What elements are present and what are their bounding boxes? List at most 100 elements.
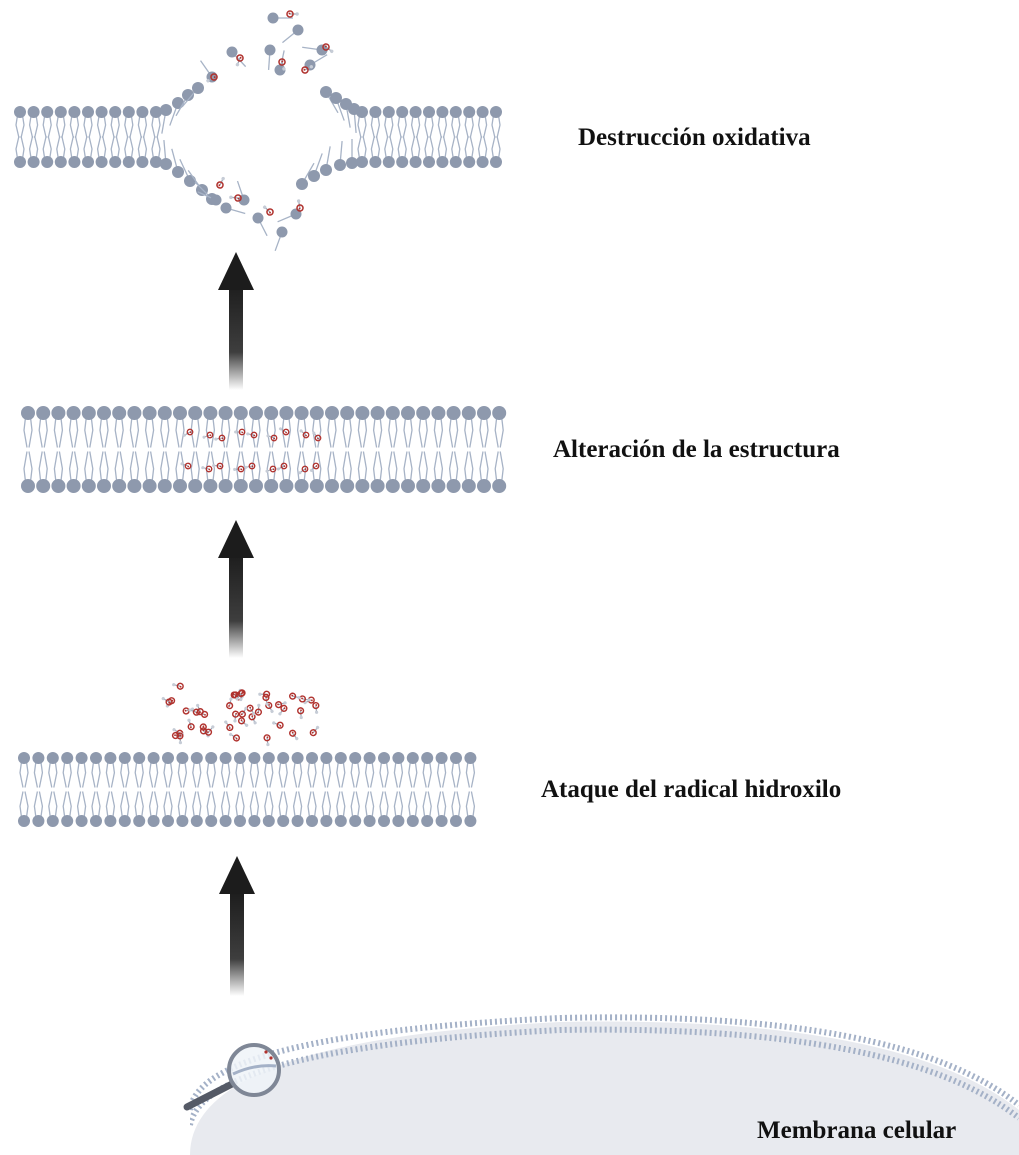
hydroxyl-radical-icon bbox=[235, 54, 244, 67]
hydroxyl-radical-icon bbox=[289, 729, 299, 741]
hydroxyl-radical-icon bbox=[262, 205, 274, 216]
phospholipid-icon bbox=[355, 451, 370, 493]
phospholipid-icon bbox=[118, 752, 131, 788]
phospholipid-icon bbox=[334, 141, 346, 171]
phospholipid-icon bbox=[363, 791, 376, 827]
phospholipid-icon bbox=[226, 46, 247, 68]
phospholipid-icon bbox=[450, 791, 462, 827]
phospholipid-icon bbox=[233, 406, 248, 448]
phospholipid-icon bbox=[406, 791, 419, 827]
phospholipid-icon bbox=[291, 752, 304, 788]
phospholipid-icon bbox=[401, 451, 415, 493]
phospholipid-icon bbox=[27, 135, 40, 168]
phospholipid-icon bbox=[464, 752, 477, 788]
phospholipid-icon bbox=[446, 451, 461, 493]
phospholipid-icon bbox=[416, 406, 431, 448]
phospholipid-icon bbox=[346, 139, 358, 169]
hydroxyl-radical-icon bbox=[237, 717, 249, 727]
phospholipid-icon bbox=[274, 50, 286, 76]
phospholipid-icon bbox=[302, 44, 328, 56]
phospholipid-icon bbox=[18, 752, 30, 788]
phospholipid-icon bbox=[118, 791, 131, 827]
phospholipid-icon bbox=[382, 135, 395, 168]
phospholipid-icon bbox=[309, 406, 324, 448]
hydroxyl-radical-icon bbox=[301, 65, 314, 74]
hydroxyl-radical-icon bbox=[272, 721, 284, 729]
phospholipid-icon bbox=[203, 406, 218, 448]
phospholipid-icon bbox=[162, 791, 174, 827]
hydroxyl-radical-icon bbox=[312, 431, 322, 442]
phospholipid-icon bbox=[203, 451, 218, 493]
phospholipid-icon bbox=[82, 106, 94, 139]
phospholipid-icon bbox=[396, 106, 409, 139]
phospholipid-icon bbox=[378, 791, 390, 827]
phospholipid-icon bbox=[112, 406, 127, 448]
hydroxyl-radical-icon bbox=[238, 706, 248, 718]
phospholipid-icon bbox=[279, 406, 294, 448]
hydroxyl-radical-icon bbox=[278, 58, 286, 71]
lipid-debris bbox=[197, 10, 334, 252]
phospholipid-icon bbox=[369, 106, 382, 139]
phospholipid-icon bbox=[197, 191, 222, 206]
phospholipid-icon bbox=[406, 752, 419, 788]
phospholipid-icon bbox=[277, 791, 290, 827]
phospholipid-icon bbox=[97, 451, 111, 493]
hydroxyl-radical-cloud bbox=[161, 682, 320, 747]
hydroxyl-radical-icon bbox=[298, 465, 309, 475]
phospholipid-icon bbox=[431, 406, 446, 448]
phospholipid-icon bbox=[220, 202, 246, 215]
phospholipid-icon bbox=[142, 451, 157, 493]
hydroxyl-radical-icon bbox=[180, 462, 192, 470]
hydroxyl-radical-icon bbox=[214, 434, 226, 442]
phospholipid-icon bbox=[449, 106, 462, 139]
hydroxyl-radical-icon bbox=[254, 703, 263, 716]
phospholipid-icon bbox=[421, 791, 434, 827]
phospholipid-icon bbox=[142, 406, 157, 448]
hydroxyl-radical-icon bbox=[246, 704, 256, 716]
phospholipid-icon bbox=[277, 752, 290, 788]
phospholipid-icon bbox=[461, 406, 476, 448]
phospholipid-icon bbox=[325, 406, 339, 448]
phospholipid-icon bbox=[248, 791, 261, 827]
phospholipid-icon bbox=[160, 140, 172, 170]
hydroxyl-radical-icon bbox=[265, 465, 277, 473]
hydroxyl-radical-icon bbox=[246, 431, 258, 439]
hydroxyl-radical-icon bbox=[202, 431, 214, 439]
phospholipid-icon bbox=[369, 135, 382, 168]
phospholipid-icon bbox=[264, 44, 276, 70]
phospholipid-icon bbox=[188, 406, 203, 448]
phospholipid-icon bbox=[234, 791, 246, 827]
phospholipid-icon bbox=[416, 451, 431, 493]
phospholipid-icon bbox=[423, 106, 435, 139]
hydroxyl-radical-icon bbox=[312, 701, 320, 714]
phospholipid-icon bbox=[446, 406, 461, 448]
hydroxyl-radical-icon bbox=[172, 682, 184, 690]
phospholipid-icon bbox=[409, 106, 422, 139]
phospholipid-icon bbox=[309, 451, 324, 493]
phospholipid-icon bbox=[492, 406, 507, 448]
phospholipid-icon bbox=[75, 752, 88, 788]
hydroxyl-radical-icon bbox=[233, 465, 245, 473]
hydroxyl-radical-icon bbox=[234, 428, 246, 436]
phospholipid-icon bbox=[490, 106, 502, 139]
phospholipid-icon bbox=[355, 406, 370, 448]
phospholipid-icon bbox=[234, 752, 246, 788]
phospholipid-icon bbox=[435, 791, 448, 827]
phospholipid-icon bbox=[95, 106, 108, 139]
arrow-up-icon bbox=[219, 856, 255, 996]
phospholipid-icon bbox=[109, 135, 122, 168]
hydroxyl-radical-icon bbox=[309, 462, 320, 472]
phospholipid-icon bbox=[236, 180, 250, 206]
arrow-up-icon bbox=[218, 252, 254, 390]
phospholipid-icon bbox=[68, 106, 81, 139]
hydroxyl-radical-icon bbox=[216, 176, 225, 189]
phospholipid-icon bbox=[490, 135, 502, 168]
phospholipid-icon bbox=[349, 752, 362, 788]
phospholipid-icon bbox=[190, 752, 203, 788]
magnifier-icon bbox=[183, 1043, 281, 1111]
phospholipid-icon bbox=[348, 103, 360, 133]
phospholipid-icon bbox=[477, 451, 491, 493]
phospholipid-icon bbox=[330, 92, 345, 121]
hydroxyl-radical-icon bbox=[229, 194, 242, 202]
